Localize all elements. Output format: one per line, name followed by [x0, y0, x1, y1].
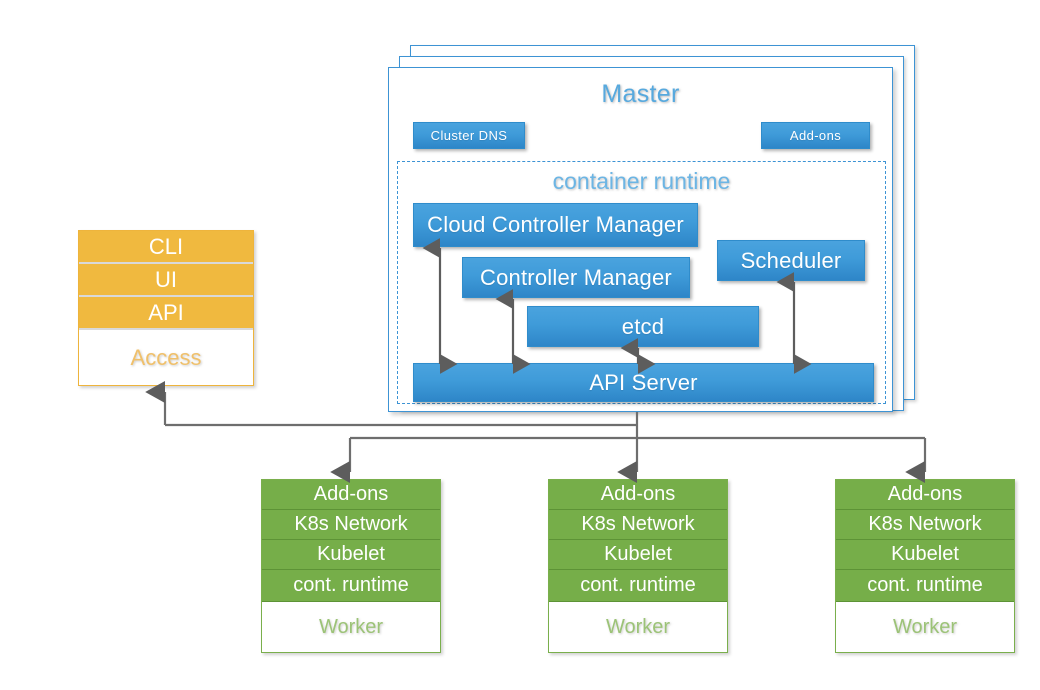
worker-layer-addons[interactable]: Add-ons: [549, 480, 727, 510]
access-layer-ui[interactable]: UI: [79, 264, 253, 297]
worker-layer-k8s-network[interactable]: K8s Network: [549, 510, 727, 540]
worker-layer-addons[interactable]: Add-ons: [836, 480, 1014, 510]
access-layer-cli[interactable]: CLI: [79, 231, 253, 264]
worker-layer-cont-runtime[interactable]: cont. runtime: [549, 570, 727, 602]
master-internal-wires: [422, 238, 812, 374]
master-title: Master: [601, 80, 680, 108]
access-layer-api[interactable]: API: [79, 297, 253, 330]
worker-footer: Worker: [836, 602, 1014, 652]
master-addons-box[interactable]: Add-ons: [761, 122, 870, 149]
worker-node-3[interactable]: Add-ons K8s Network Kubelet cont. runtim…: [835, 479, 1015, 653]
worker-layer-kubelet[interactable]: Kubelet: [262, 540, 440, 570]
worker-footer: Worker: [262, 602, 440, 652]
worker-layer-addons[interactable]: Add-ons: [262, 480, 440, 510]
cluster-dns-box[interactable]: Cluster DNS: [413, 122, 525, 149]
access-footer: Access: [79, 330, 253, 385]
worker-footer: Worker: [549, 602, 727, 652]
master-node[interactable]: Master Cluster DNS Add-ons container run…: [388, 67, 893, 412]
worker-layer-k8s-network[interactable]: K8s Network: [262, 510, 440, 540]
container-runtime-region: container runtime: [397, 161, 886, 404]
worker-layer-cont-runtime[interactable]: cont. runtime: [836, 570, 1014, 602]
access-stack[interactable]: CLI UI API Access: [78, 230, 254, 386]
worker-layer-kubelet[interactable]: Kubelet: [549, 540, 727, 570]
controller-manager-box[interactable]: Controller Manager: [462, 257, 690, 298]
cloud-controller-manager-box[interactable]: Cloud Controller Manager: [413, 203, 698, 247]
worker-layer-k8s-network[interactable]: K8s Network: [836, 510, 1014, 540]
worker-layer-kubelet[interactable]: Kubelet: [836, 540, 1014, 570]
container-runtime-title: container runtime: [552, 168, 731, 194]
worker-node-1[interactable]: Add-ons K8s Network Kubelet cont. runtim…: [261, 479, 441, 653]
worker-layer-cont-runtime[interactable]: cont. runtime: [262, 570, 440, 602]
worker-node-2[interactable]: Add-ons K8s Network Kubelet cont. runtim…: [548, 479, 728, 653]
